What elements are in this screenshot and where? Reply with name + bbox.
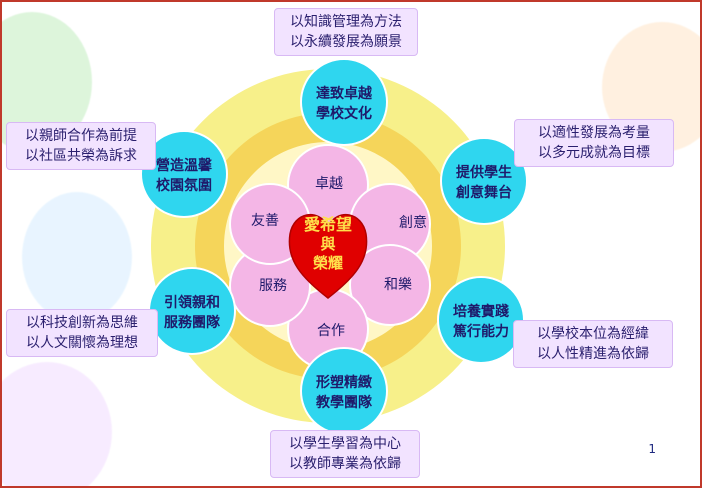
note-upper-right: 以適性發展為考量 以多元成就為目標 [514,119,674,167]
goal-label-bottom-line-1: 形塑精緻 [316,374,372,391]
goal-label-upper-left-line-1: 營造溫馨 [156,157,213,174]
note-lower-right: 以學校本位為經緯 以人性精進為依歸 [513,320,673,368]
petal-label-fuwu: 服務 [259,278,287,294]
petal-label-chuangyi: 創意 [399,214,427,231]
note-line: 以科技創新為思維 [26,315,138,331]
note-bottom: 以學生學習為中心 以教師專業為依歸 [270,430,420,478]
note-line: 以學生學習為中心 [289,436,401,452]
goal-label-upper-left-line-2: 校園氛圍 [156,177,212,194]
heart-shape [288,213,368,299]
note-line: 以學校本位為經緯 [537,326,649,342]
petal-hele [349,244,431,326]
goal-label-lower-right-line-1: 培養實踐 [453,303,509,320]
goal-label-top-line-1: 達致卓越 [316,85,373,102]
goal-label-lower-right-line-2: 篤行能力 [453,323,509,340]
center-line-1: 愛希望 [304,215,352,234]
petal-label-hezuo: 合作 [317,323,345,339]
balloon-decoration [2,362,112,486]
goal-label-upper-right-line-2: 創意舞台 [455,184,512,201]
center-line-2: 與 [320,235,335,253]
note-upper-left: 以親師合作為前提 以社區共榮為訴求 [6,122,156,170]
note-top: 以知識管理為方法 以永續發展為願景 [274,8,418,56]
note-line: 以教師專業為依歸 [289,456,401,472]
goal-label-bottom-line-2: 教學團隊 [316,394,373,411]
goal-circle-upper-right [440,137,528,225]
goal-circle-lower-left [148,267,236,355]
note-line: 以多元成就為目標 [538,145,650,161]
page-number: 1 [648,442,656,456]
petal-label-zhuoyue: 卓越 [315,176,343,192]
note-line: 以知識管理為方法 [290,14,402,30]
center-line-3: 榮耀 [313,254,343,272]
petal-label-hele: 和樂 [384,276,412,293]
goal-label-lower-left-line-2: 服務團隊 [164,314,221,331]
goal-circle-upper-left [140,130,228,218]
goal-label-upper-right-line-1: 提供學生 [456,164,512,181]
note-line: 以永續發展為願景 [290,34,402,50]
note-line: 以人性精進為依歸 [537,346,649,362]
note-line: 以社區共榮為訴求 [25,148,137,164]
note-line: 以適性發展為考量 [538,125,650,141]
petal-label-youshan: 友善 [251,213,279,229]
note-lower-left: 以科技創新為思維 以人文關懷為理想 [6,309,158,357]
note-line: 以親師合作為前提 [25,128,137,144]
note-line: 以人文關懷為理想 [26,335,138,351]
goal-circle-bottom [300,347,388,435]
goal-circle-top [300,58,388,146]
balloon-decoration [22,192,132,322]
goal-label-top-line-2: 學校文化 [316,105,372,122]
goal-circle-lower-right [437,276,525,364]
goal-label-lower-left-line-1: 引領親和 [164,294,220,311]
